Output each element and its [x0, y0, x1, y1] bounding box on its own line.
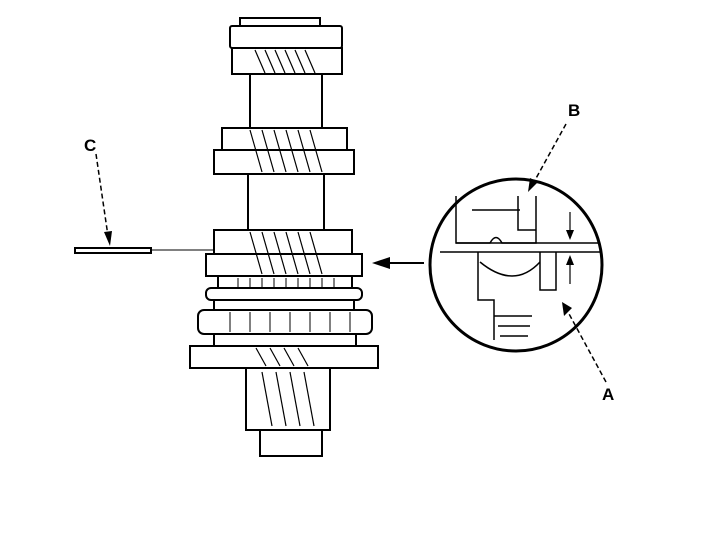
leader-line-a	[562, 302, 607, 383]
third-gear	[205, 229, 363, 277]
detail-pointer-arrow	[372, 257, 424, 269]
label-b: B	[568, 101, 581, 120]
leader-line-b	[528, 123, 567, 192]
middle-shaft	[247, 173, 325, 231]
upper-shaft	[249, 73, 323, 131]
top-gear	[229, 17, 343, 75]
clearance-arrows	[566, 212, 574, 284]
synchro-hub	[197, 275, 373, 347]
label-a: A	[602, 385, 615, 404]
label-c: C	[84, 136, 97, 155]
leader-line-c	[95, 153, 112, 246]
feeler-gauge	[74, 247, 214, 254]
lower-shaft	[245, 367, 331, 457]
bottom-gear	[189, 345, 379, 369]
detail-magnifier	[428, 177, 604, 353]
second-gear	[213, 127, 355, 175]
